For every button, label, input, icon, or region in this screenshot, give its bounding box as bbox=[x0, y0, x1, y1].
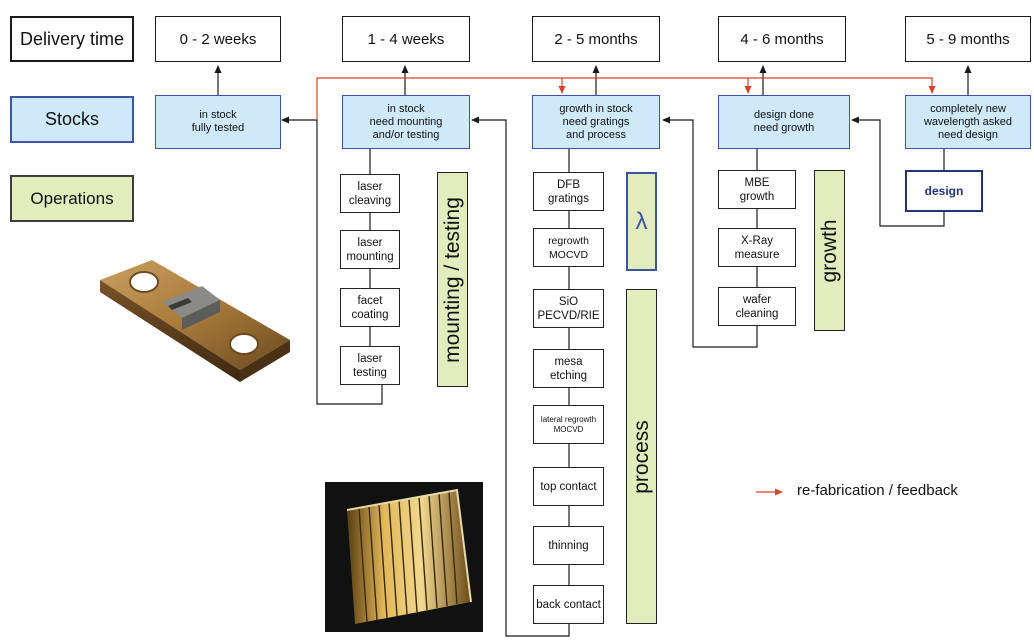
op-lateral-regrowth-mocvd: lateral regrowth MOCVD bbox=[533, 405, 604, 444]
op-laser-cleaving: laser cleaving bbox=[340, 174, 400, 213]
laser-submount-photo bbox=[100, 260, 290, 382]
stock-need-gratings: growth in stock need gratings and proces… bbox=[532, 95, 660, 149]
op-sio-pecvd-rie: SiO PECVD/RIE bbox=[533, 289, 604, 328]
delivery-time-1-4-weeks: 1 - 4 weeks bbox=[342, 16, 470, 62]
delivery-time-4-6-months: 4 - 6 months bbox=[718, 16, 846, 62]
stock-design-done: design done need growth bbox=[718, 95, 850, 149]
label-lambda: λ bbox=[626, 172, 657, 271]
op-dfb-gratings: DFB gratings bbox=[533, 172, 604, 211]
op-top-contact: top contact bbox=[533, 467, 604, 506]
label-mounting-testing: mounting / testing bbox=[437, 172, 468, 387]
op-back-contact: back contact bbox=[533, 585, 604, 624]
op-regrowth-mocvd: regrowth MOCVD bbox=[533, 228, 604, 267]
legend-delivery-time: Delivery time bbox=[10, 16, 134, 62]
legend-stocks: Stocks bbox=[10, 96, 134, 143]
op-wafer-cleaning: wafer cleaning bbox=[718, 287, 796, 326]
wafer-laser-bars-photo bbox=[325, 482, 483, 632]
op-design: design bbox=[905, 170, 983, 212]
delivery-time-5-9-months: 5 - 9 months bbox=[905, 16, 1031, 62]
op-facet-coating: facet coating bbox=[340, 288, 400, 327]
op-laser-testing: laser testing bbox=[340, 346, 400, 385]
stock-fully-tested: in stock fully tested bbox=[155, 95, 281, 149]
stock-need-mounting: in stock need mounting and/or testing bbox=[342, 95, 470, 149]
legend-operations: Operations bbox=[10, 175, 134, 222]
delivery-time-0-2-weeks: 0 - 2 weeks bbox=[155, 16, 281, 62]
op-laser-mounting: laser mounting bbox=[340, 230, 400, 269]
op-mesa-etching: mesa etching bbox=[533, 349, 604, 388]
op-x-ray-measure: X-Ray measure bbox=[718, 228, 796, 267]
label-growth: growth bbox=[814, 170, 845, 331]
op-thinning: thinning bbox=[533, 526, 604, 565]
stock-new-wavelength: completely new wavelength asked need des… bbox=[905, 95, 1031, 149]
delivery-time-2-5-months: 2 - 5 months bbox=[532, 16, 660, 62]
feedback-legend: re-fabrication / feedback bbox=[797, 482, 958, 499]
label-process: process bbox=[626, 289, 657, 624]
op-mbe-growth: MBE growth bbox=[718, 170, 796, 209]
